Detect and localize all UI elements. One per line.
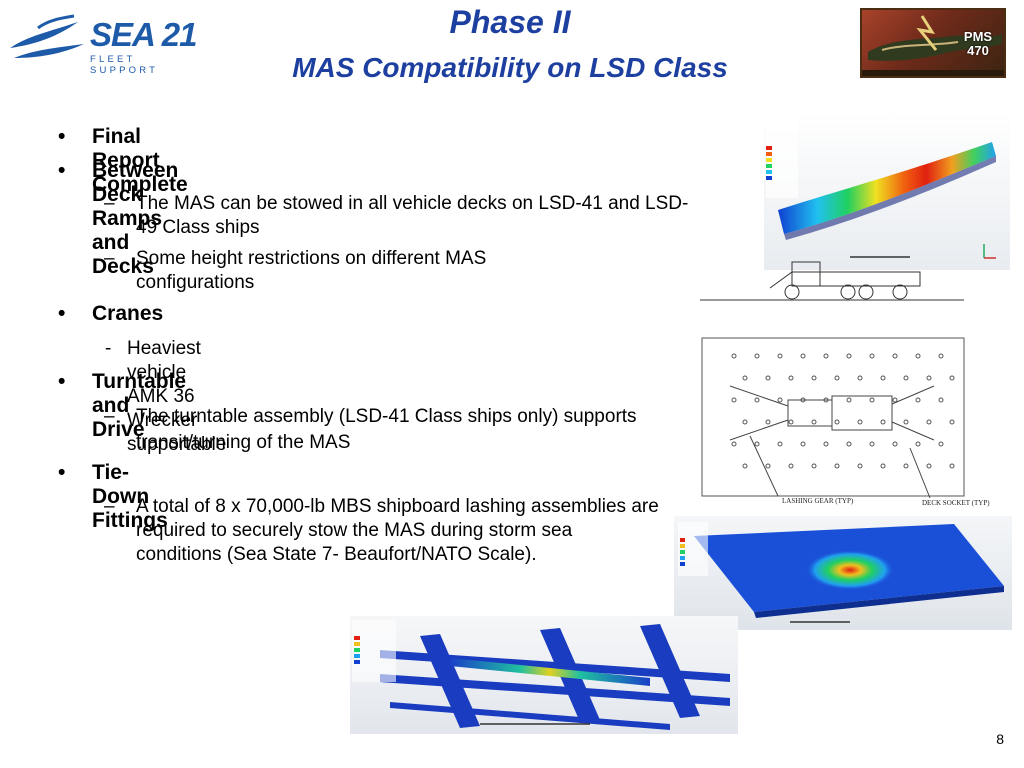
deck-socket-marker bbox=[880, 463, 886, 469]
deck-socket-marker bbox=[777, 353, 783, 359]
deck-socket-marker bbox=[731, 397, 737, 403]
deck-socket-marker bbox=[846, 441, 852, 447]
deck-socket-marker bbox=[938, 397, 944, 403]
deck-socket-marker bbox=[926, 375, 932, 381]
deck-socket-marker bbox=[811, 375, 817, 381]
ramp-stress-figure bbox=[700, 112, 1012, 302]
deck-socket-marker bbox=[754, 397, 760, 403]
deck-socket-marker bbox=[765, 463, 771, 469]
deck-socket-marker bbox=[834, 375, 840, 381]
deck-socket-marker bbox=[823, 441, 829, 447]
deck-socket-marker bbox=[742, 419, 748, 425]
deck-socket-marker bbox=[915, 397, 921, 403]
deck-socket-marker bbox=[788, 375, 794, 381]
deck-socket-marker bbox=[823, 353, 829, 359]
deck-socket-marker bbox=[857, 463, 863, 469]
deck-socket-marker bbox=[892, 441, 898, 447]
sub-bullet-item: –The MAS can be stowed in all vehicle de… bbox=[104, 193, 689, 238]
deck-socket-marker bbox=[800, 441, 806, 447]
deck-socket-marker bbox=[949, 419, 955, 425]
deck-socket-marker bbox=[777, 441, 783, 447]
deck-socket-marker bbox=[880, 419, 886, 425]
logo-tagline: FLEET SUPPORT bbox=[90, 54, 159, 76]
pms-470-badge: PMS 470 bbox=[860, 8, 1006, 78]
deck-socket-marker bbox=[765, 419, 771, 425]
sub-bullet-item: –The turntable assembly (LSD-41 Class sh… bbox=[104, 406, 637, 453]
deck-socket-label: DECK SOCKET (TYP) bbox=[922, 499, 990, 507]
deck-socket-marker bbox=[846, 397, 852, 403]
bullet-item: •Tie-Down Fittings bbox=[58, 461, 168, 532]
lashing-gear-label: LASHING GEAR (TYP) bbox=[782, 497, 854, 505]
deck-socket-marker bbox=[811, 463, 817, 469]
frame-fea-plot bbox=[350, 616, 738, 734]
bullet-item: •Final Report Complete bbox=[58, 125, 188, 196]
deck-socket-marker bbox=[869, 441, 875, 447]
deck-socket-marker bbox=[742, 375, 748, 381]
deck-socket-marker bbox=[788, 463, 794, 469]
deck-socket-marker bbox=[834, 419, 840, 425]
deck-socket-marker bbox=[915, 441, 921, 447]
deck-socket-marker bbox=[846, 353, 852, 359]
deck-socket-marker bbox=[903, 419, 909, 425]
sub-bullet-item: -Heaviest vehicle AMK 36 Wrecker support… bbox=[105, 338, 227, 455]
deck-plan-figure: LASHING GEAR (TYP) DECK SOCKET (TYP) bbox=[700, 336, 1000, 512]
deck-socket-marker bbox=[938, 353, 944, 359]
bullet-item: •Cranes bbox=[58, 302, 164, 325]
deck-socket-marker bbox=[857, 419, 863, 425]
sea21-logo: SEA 21 FLEET SUPPORT bbox=[8, 14, 198, 76]
gator-emblem-icon bbox=[862, 15, 1004, 76]
deck-socket-marker bbox=[869, 397, 875, 403]
badge-label: PMS 470 bbox=[963, 29, 993, 58]
deck-socket-marker bbox=[754, 353, 760, 359]
truck-outline-icon bbox=[700, 261, 964, 301]
frame-stress-figure bbox=[350, 616, 738, 734]
wave-icon bbox=[10, 14, 84, 58]
deck-stress-figure bbox=[674, 516, 1012, 630]
deck-socket-marker bbox=[731, 441, 737, 447]
deck-socket-marker bbox=[869, 353, 875, 359]
deck-socket-marker bbox=[926, 419, 932, 425]
sub-bullet-item: –A total of 8 x 70,000-lb MBS shipboard … bbox=[104, 496, 659, 565]
deck-socket-marker bbox=[949, 463, 955, 469]
deck-socket-plan bbox=[701, 337, 965, 499]
logo-wordmark: SEA 21 bbox=[90, 16, 198, 53]
bullet-item: •Turntable and Drive bbox=[58, 370, 187, 441]
title-line-2: MAS Compatibility on LSD Class bbox=[292, 52, 728, 83]
deck-socket-marker bbox=[926, 463, 932, 469]
deck-socket-marker bbox=[788, 419, 794, 425]
deck-socket-marker bbox=[949, 375, 955, 381]
ramp-fea-plot bbox=[700, 112, 1010, 301]
deck-socket-marker bbox=[880, 375, 886, 381]
bullet-item: •Between Deck Ramps and Decks bbox=[58, 159, 179, 278]
sub-bullet-item: –Some height restrictions on different M… bbox=[104, 248, 487, 293]
deck-socket-marker bbox=[800, 353, 806, 359]
deck-socket-marker bbox=[754, 441, 760, 447]
deck-socket-marker bbox=[811, 419, 817, 425]
deck-socket-marker bbox=[777, 397, 783, 403]
deck-socket-marker bbox=[938, 441, 944, 447]
deck-socket-marker bbox=[903, 375, 909, 381]
deck-socket-marker bbox=[892, 397, 898, 403]
vehicle-topview-icon bbox=[729, 385, 935, 499]
deck-socket-marker bbox=[915, 353, 921, 359]
title-line-1: Phase II bbox=[449, 4, 571, 40]
deck-fea-plot bbox=[674, 516, 1012, 630]
deck-socket-marker bbox=[742, 463, 748, 469]
deck-socket-marker bbox=[731, 353, 737, 359]
deck-socket-marker bbox=[903, 463, 909, 469]
deck-socket-marker bbox=[857, 375, 863, 381]
deck-socket-marker bbox=[892, 353, 898, 359]
page-number: 8 bbox=[996, 731, 1004, 747]
deck-socket-marker bbox=[834, 463, 840, 469]
deck-socket-marker bbox=[765, 375, 771, 381]
